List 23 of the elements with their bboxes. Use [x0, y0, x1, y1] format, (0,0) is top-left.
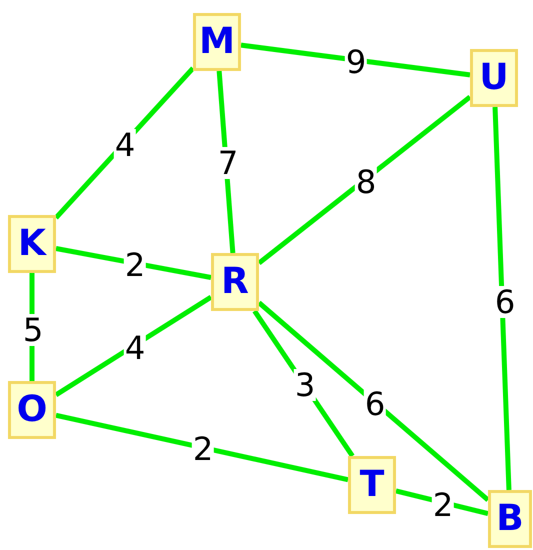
edge-line	[492, 106, 512, 490]
edge-label: 3	[294, 369, 316, 401]
node-box	[211, 253, 259, 311]
edge-line	[257, 300, 490, 502]
node-label: R	[221, 264, 249, 300]
node-box	[8, 215, 56, 273]
edge-label: 4	[114, 129, 136, 161]
node-label: B	[496, 501, 524, 537]
node-box	[488, 490, 532, 548]
node-box	[8, 381, 56, 439]
node-label: T	[360, 467, 384, 503]
node-label: M	[199, 24, 235, 60]
edge-line	[240, 42, 470, 78]
edge-line	[56, 246, 212, 280]
node-box	[193, 13, 241, 71]
edge-line	[257, 94, 472, 266]
node-label: K	[18, 226, 46, 262]
node-box	[470, 49, 518, 107]
node-box	[348, 456, 396, 514]
edge-line	[55, 412, 349, 482]
node-label: U	[479, 60, 509, 96]
node-label: O	[16, 392, 48, 428]
edge-line	[54, 295, 212, 397]
